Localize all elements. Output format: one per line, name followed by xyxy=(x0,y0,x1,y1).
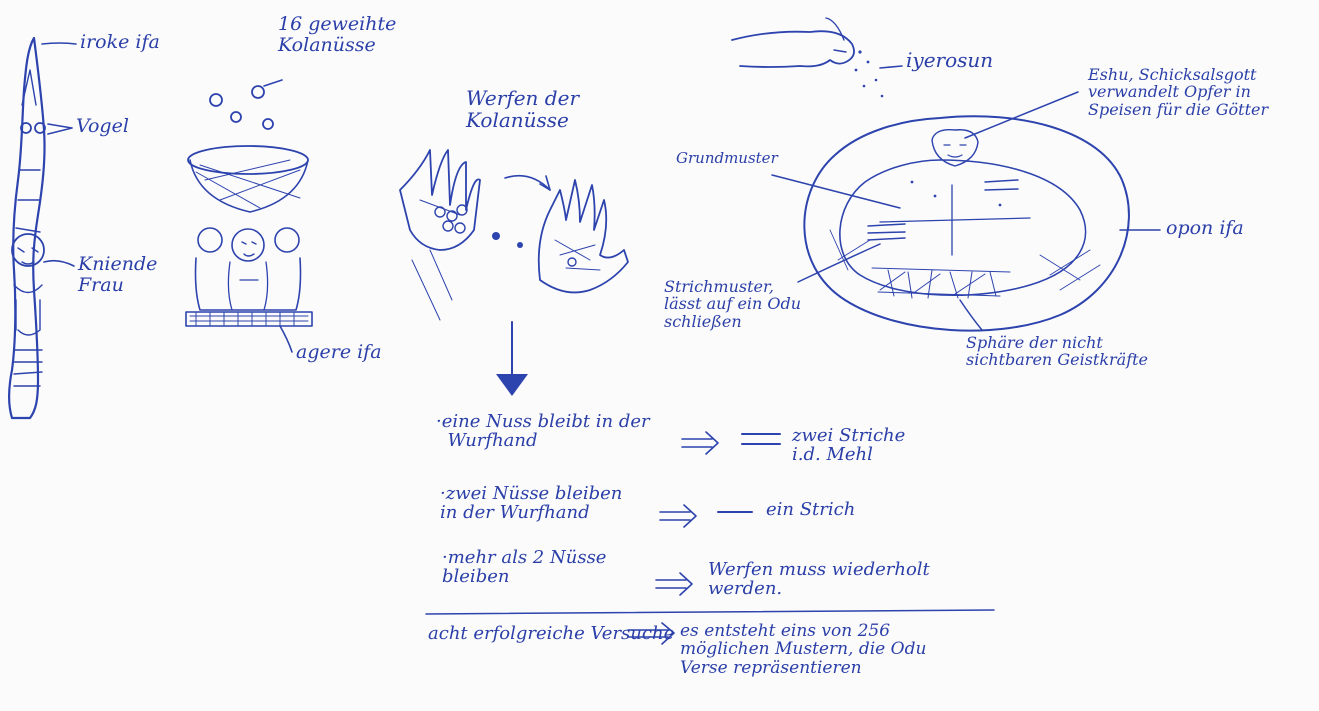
rule-1-result: zwei Striche i.d. Mehl xyxy=(792,426,905,465)
label-opon-ifa: opon ifa xyxy=(1166,218,1244,239)
summary-left: acht erfolgreiche Versuche xyxy=(428,624,674,643)
label-iroke-ifa: iroke ifa xyxy=(80,32,160,53)
down-arrow xyxy=(496,322,528,396)
rule-2-result: ein Strich xyxy=(766,500,855,519)
label-grundmuster: Grundmuster xyxy=(676,150,778,166)
summary-divider xyxy=(426,610,994,614)
label-sphaere: Sphäre der nicht sichtbaren Geistkräfte xyxy=(966,334,1148,369)
label-kolanusse: 16 geweihte Kolanüsse xyxy=(278,14,396,55)
label-werfen-kolanusse: Werfen der Kolanüsse xyxy=(466,88,579,131)
rule-1-condition: ·eine Nuss bleibt in der Wurfhand xyxy=(436,412,650,451)
kola-nuts-drawing xyxy=(210,86,273,129)
rule-2-condition: ·zwei Nüsse bleiben in der Wurfhand xyxy=(440,484,622,523)
label-agere-ifa: agere ifa xyxy=(296,342,382,363)
rule-3-condition: ·mehr als 2 Nüsse bleiben xyxy=(442,548,606,587)
opon-ifa-drawing xyxy=(804,116,1129,330)
sprinkling-hand-drawing xyxy=(732,18,883,97)
label-eshu: Eshu, Schicksalsgott verwandelt Opfer in… xyxy=(1088,66,1268,118)
summary-right: es entsteht eins von 256 möglichen Muste… xyxy=(680,622,926,677)
rule-3-result: Werfen muss wiederholt werden. xyxy=(708,560,930,599)
label-kniende-frau: Kniende Frau xyxy=(78,254,157,295)
agere-ifa-drawing xyxy=(186,146,312,326)
throwing-hands-drawing xyxy=(400,150,628,320)
label-vogel: Vogel xyxy=(76,116,129,137)
label-strichmuster: Strichmuster, lässt auf ein Odu schließe… xyxy=(664,278,801,330)
iroke-ifa-drawing xyxy=(9,38,45,418)
label-iyerosun: iyerosun xyxy=(906,50,993,72)
